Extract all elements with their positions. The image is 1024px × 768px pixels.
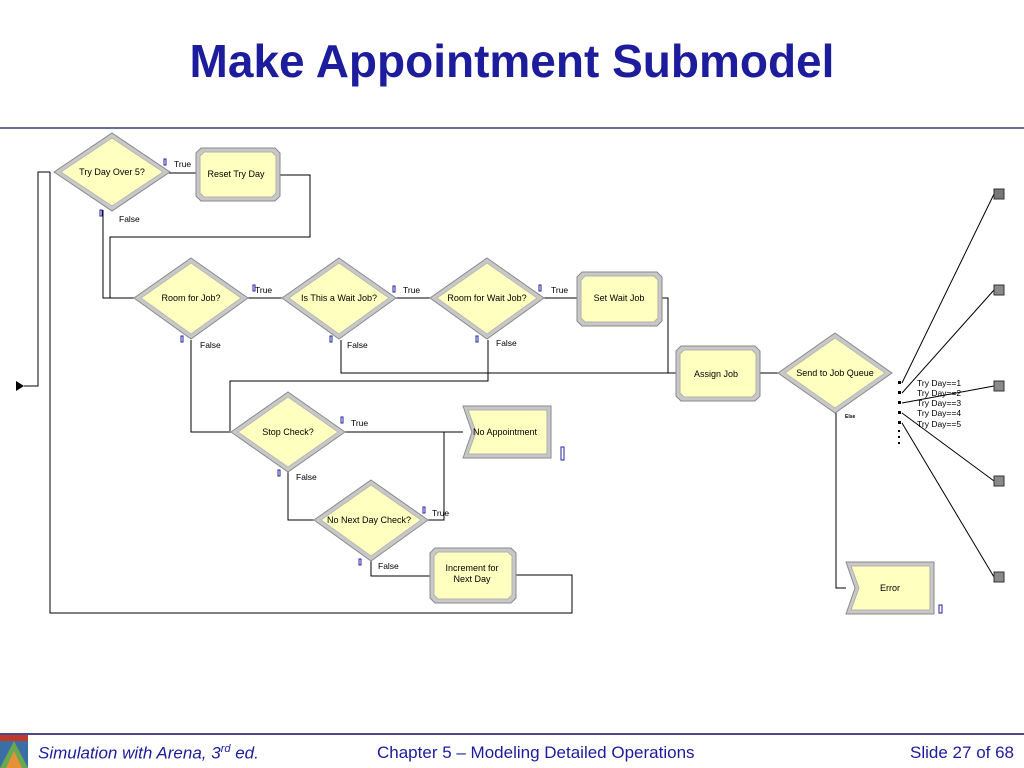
process-reset-try-day[interactable]: Reset Try Day — [195, 147, 281, 202]
decision-try-day-over-5[interactable]: Try Day Over 5? — [53, 132, 171, 212]
no-appointment-label: No Appointment — [473, 427, 538, 437]
condition-label-4: Try Day==4 — [917, 408, 961, 418]
branch-markers — [99, 158, 542, 566]
arena-logo-icon — [0, 735, 28, 768]
exit-point-4[interactable] — [993, 475, 1005, 487]
decision-stop-check[interactable]: Stop Check? — [230, 391, 346, 473]
condition-label-3: Try Day==3 — [917, 398, 961, 408]
exit-point-3[interactable] — [993, 380, 1005, 392]
wire-nonext-false — [370, 560, 430, 577]
footer-book-title: Simulation with Arena, 3rd ed. — [38, 743, 259, 763]
no-next-day-check-label: No Next Day Check? — [327, 515, 411, 525]
wire-cond-3 — [901, 385, 995, 404]
wire-cond-4 — [901, 412, 995, 482]
decision-send-to-job-queue[interactable]: Send to Job Queue — [777, 332, 893, 414]
wire-setwait-to-assign — [662, 297, 676, 374]
condition-label-1: Try Day==1 — [917, 378, 961, 388]
label-true-room: True — [255, 285, 272, 295]
footer: Simulation with Arena, 3rd ed. Chapter 5… — [0, 735, 1024, 768]
exit-point-5[interactable] — [993, 571, 1005, 583]
branch-labels: True False True False True False True Fa… — [119, 159, 856, 571]
decision-room-for-wait-job[interactable]: Room for Wait Job? — [429, 257, 545, 340]
room-for-wait-job-label: Room for Wait Job? — [447, 293, 526, 303]
label-true-roomwait: True — [551, 285, 568, 295]
wire-increment-loop — [49, 172, 573, 614]
condition-ports — [898, 381, 901, 444]
dispose-no-appointment[interactable]: No Appointment — [462, 405, 552, 459]
label-false-room: False — [200, 340, 221, 350]
label-true-wait: True — [403, 285, 420, 295]
footer-slide-number: Slide 27 of 68 — [910, 743, 1014, 762]
wire-stop-false — [287, 470, 314, 521]
decision-room-for-job[interactable]: Room for Job? — [133, 257, 249, 340]
dispose-error[interactable]: Error — [845, 561, 935, 615]
slide-title: Make Appointment Submodel — [189, 35, 835, 87]
wire-room-false — [190, 340, 231, 433]
stop-check-label: Stop Check? — [262, 427, 314, 437]
process-increment-for-next-day[interactable]: Increment for Next Day — [429, 547, 517, 604]
exit-point-2[interactable] — [993, 284, 1005, 296]
assign-job-label: Assign Job — [694, 369, 738, 379]
flowchart-diagram: Try Day Over 5? Room for Job? Is This a … — [16, 132, 1005, 615]
title-divider — [0, 127, 1024, 129]
label-else-send: Else — [845, 414, 856, 420]
exit-point-1[interactable] — [993, 188, 1005, 200]
label-false-nonext: False — [378, 561, 399, 571]
increment-label-line1: Increment for — [445, 563, 498, 573]
wire-cond-2 — [901, 289, 995, 394]
label-true-nonext: True — [432, 508, 449, 518]
label-false-wait: False — [347, 340, 368, 350]
footer-divider — [0, 733, 1024, 735]
label-false-tryday: False — [119, 214, 140, 224]
condition-labels: Try Day==1 Try Day==2 Try Day==3 Try Day… — [917, 378, 961, 429]
no-appointment-counter-icon — [560, 446, 565, 461]
wire-tryday-false — [102, 210, 135, 299]
connector-wires — [24, 171, 995, 614]
room-for-job-label: Room for Job? — [161, 293, 220, 303]
error-label: Error — [880, 583, 900, 593]
condition-label-5: Try Day==5 — [917, 419, 961, 429]
process-set-wait-job[interactable]: Set Wait Job — [576, 271, 663, 327]
wire-roomwait-false — [229, 340, 489, 431]
exit-points — [993, 188, 1005, 583]
is-this-a-wait-job-label: Is This a Wait Job? — [301, 293, 377, 303]
wire-cond-5 — [901, 422, 995, 578]
wire-cond-1 — [901, 193, 995, 384]
error-counter-icon — [938, 604, 943, 614]
label-true-tryday: True — [174, 159, 191, 169]
wire-nonext-true — [428, 432, 445, 521]
try-day-over-5-label: Try Day Over 5? — [79, 167, 145, 177]
entry-point-icon[interactable] — [16, 381, 24, 391]
send-to-job-queue-label: Send to Job Queue — [796, 368, 874, 378]
wire-send-else — [835, 412, 846, 589]
wire-entry — [24, 171, 50, 387]
label-true-stop: True — [351, 418, 368, 428]
wire-wait-false — [340, 340, 676, 374]
increment-label-line2: Next Day — [453, 574, 491, 584]
set-wait-job-label: Set Wait Job — [594, 293, 645, 303]
footer-chapter: Chapter 5 – Modeling Detailed Operations — [377, 743, 695, 762]
process-assign-job[interactable]: Assign Job — [675, 345, 761, 402]
decision-no-next-day-check[interactable]: No Next Day Check? — [313, 479, 429, 562]
decision-is-this-a-wait-job[interactable]: Is This a Wait Job? — [281, 257, 397, 340]
reset-try-day-label: Reset Try Day — [207, 169, 265, 179]
label-false-stop: False — [296, 472, 317, 482]
condition-label-2: Try Day==2 — [917, 388, 961, 398]
label-false-roomwait: False — [496, 338, 517, 348]
